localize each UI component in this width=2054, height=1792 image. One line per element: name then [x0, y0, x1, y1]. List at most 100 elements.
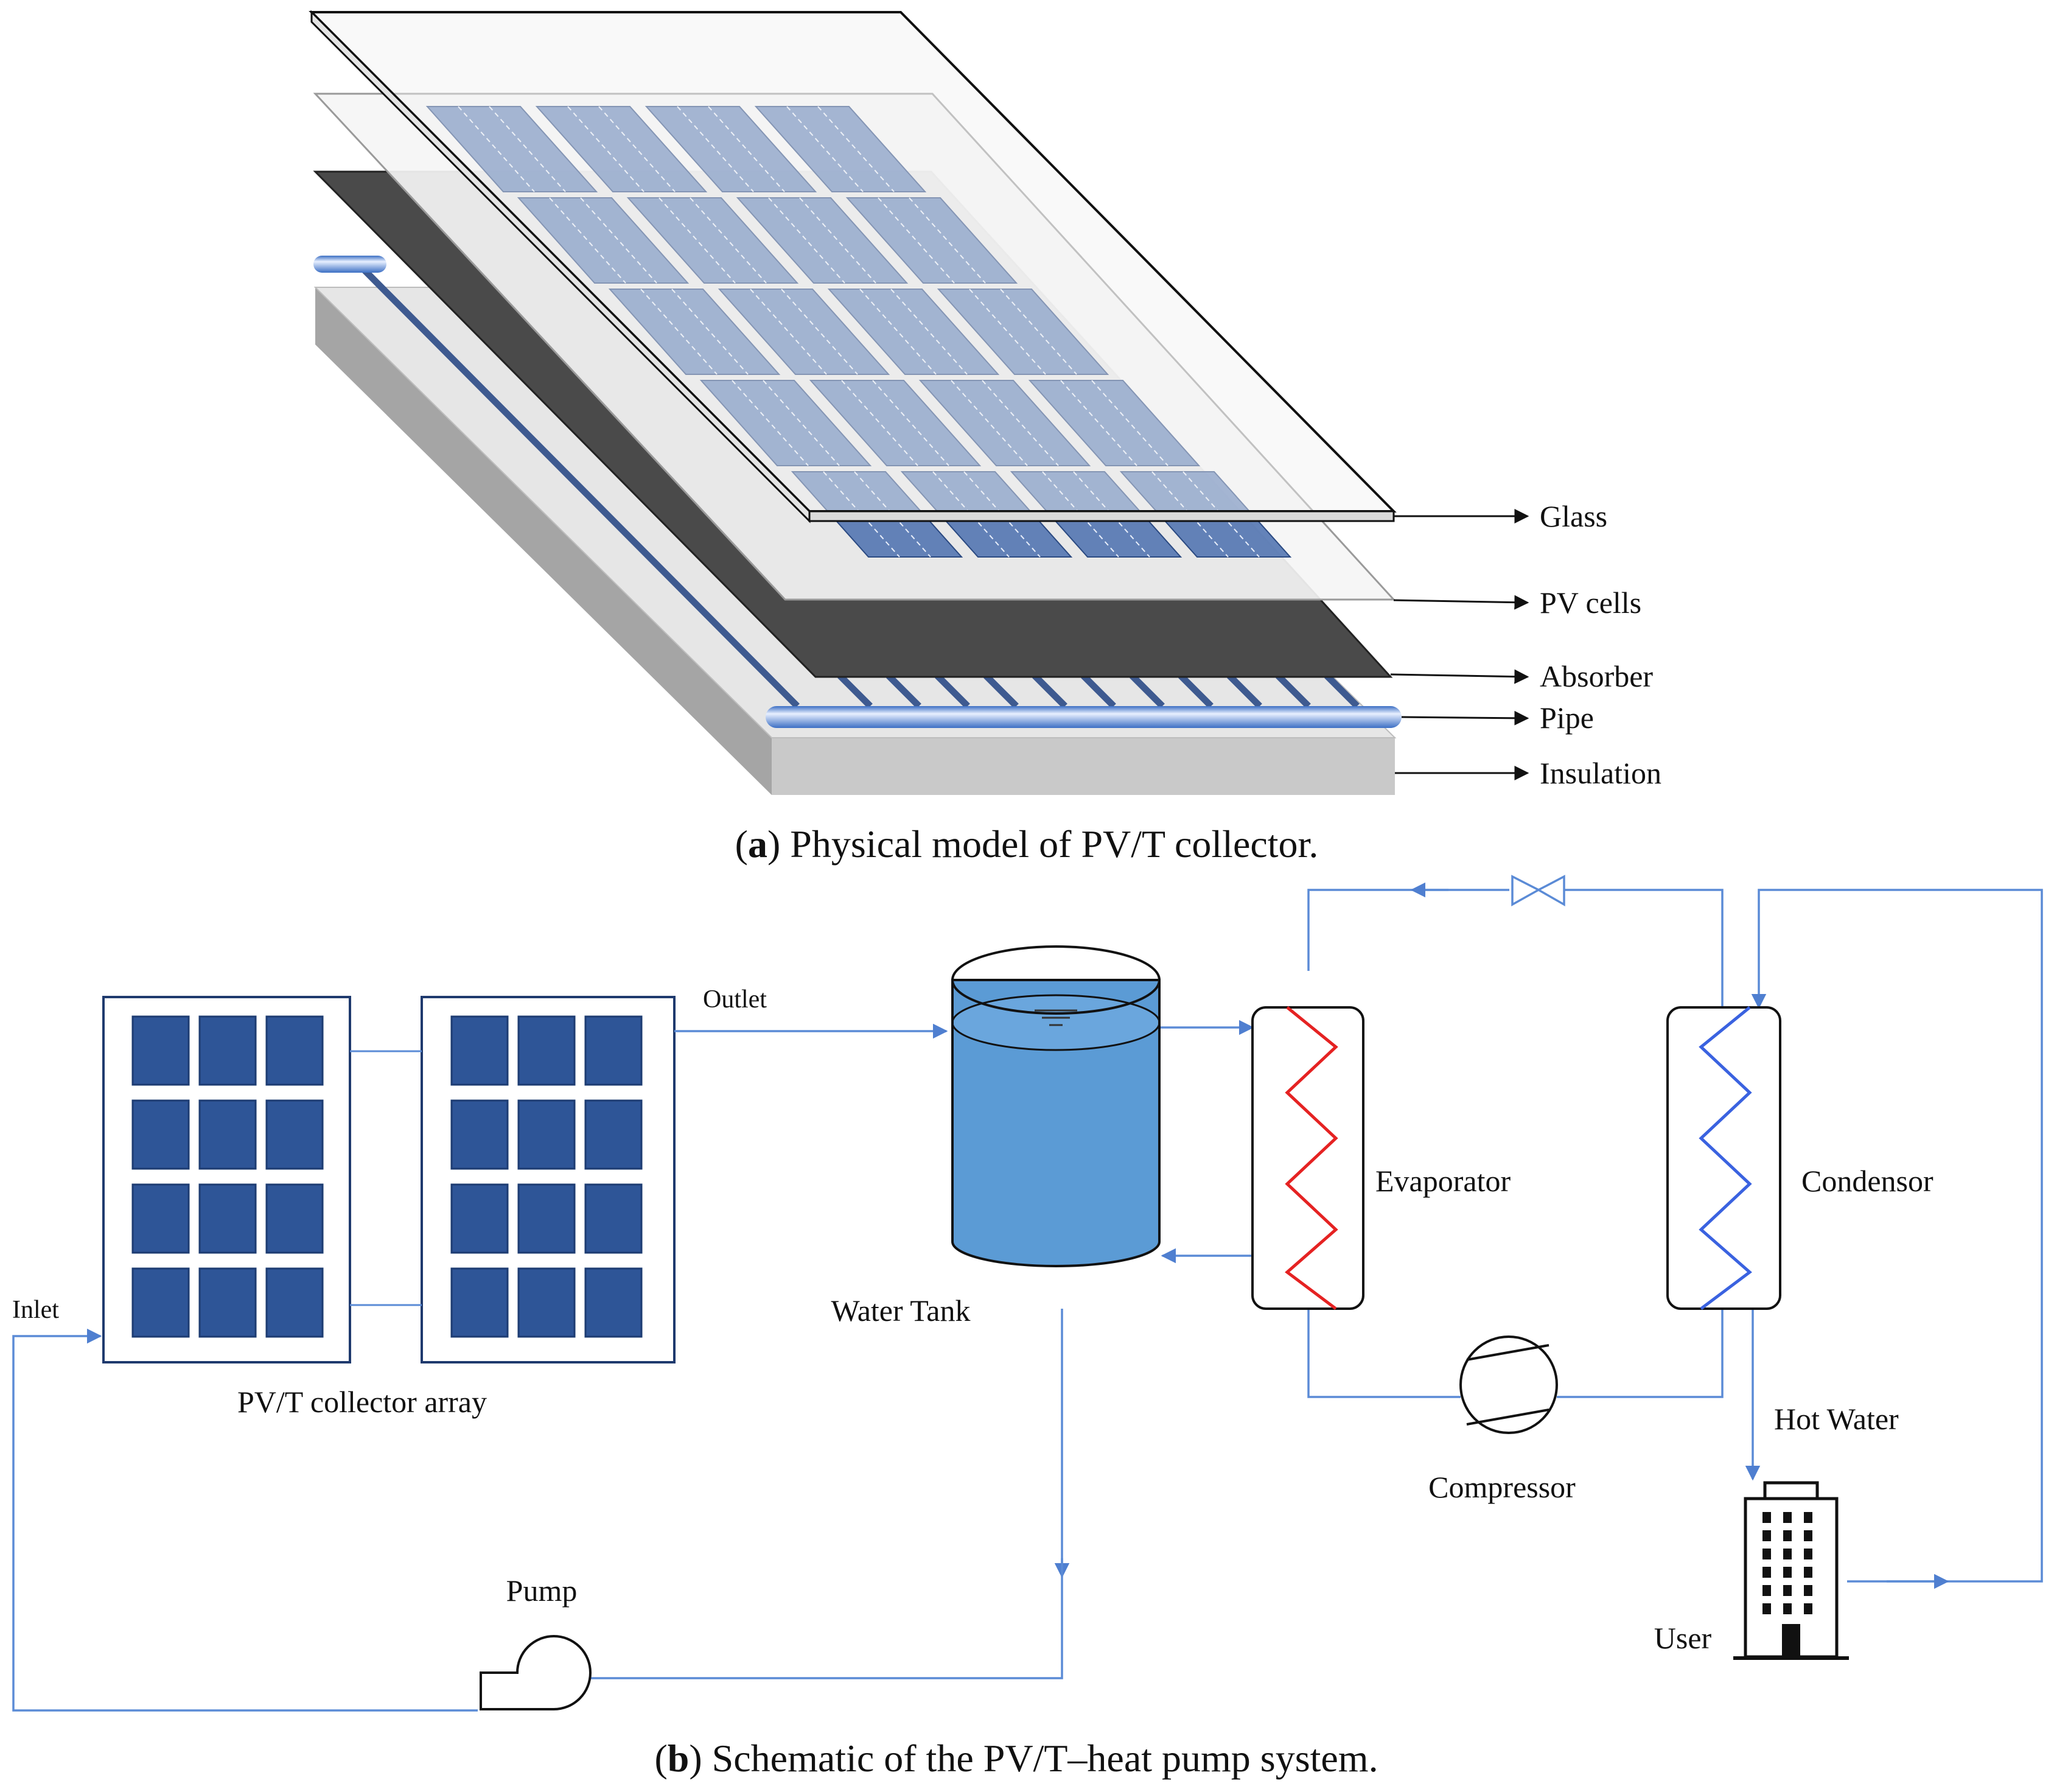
pv-cell-busbar	[671, 289, 749, 375]
pv-cell-busbar	[781, 289, 858, 375]
collector-cell	[517, 1099, 576, 1170]
riser-pipes	[360, 265, 1360, 709]
label-insulation: Insulation	[1540, 756, 1661, 790]
layer-leader-lines	[1390, 509, 1529, 780]
collector-cell	[131, 1183, 190, 1254]
collector-cell	[517, 1183, 576, 1254]
collector-cell	[450, 1267, 509, 1338]
collector-array	[102, 996, 676, 1363]
pv-cell-busbar	[658, 197, 736, 284]
collector-cells	[131, 1015, 643, 1338]
building-window	[1804, 1512, 1812, 1523]
building-window	[1783, 1567, 1792, 1578]
label-condensor: Condensor	[1801, 1164, 1933, 1198]
building-window	[1804, 1549, 1812, 1559]
label-user: User	[1654, 1621, 1712, 1655]
pv-cell-busbar	[823, 471, 900, 558]
building-window	[1783, 1603, 1792, 1614]
label-pump: Pump	[506, 1573, 578, 1608]
pv-cell-busbar	[859, 289, 937, 375]
pv-cell-busbar	[1182, 471, 1260, 558]
building-window	[1783, 1585, 1792, 1596]
pv-cell-busbar	[878, 197, 955, 284]
label-absorber: Absorber	[1540, 659, 1653, 693]
label-pipe: Pipe	[1540, 701, 1594, 735]
caption-a-letter: a	[748, 822, 767, 866]
water-tank	[951, 945, 1161, 1267]
building-window	[1762, 1549, 1771, 1559]
label-inlet: Inlet	[12, 1296, 59, 1324]
caption-a: (a) Physical model of PV/T collector.	[735, 822, 1319, 866]
pv-cell-busbar	[854, 471, 931, 558]
glass-layer	[309, 10, 1397, 523]
layer-labels: Glass PV cells Absorber Pipe Insulation	[1540, 499, 1661, 790]
pv-cell-busbar	[1151, 471, 1229, 558]
building-window	[1762, 1603, 1771, 1614]
collector-cell	[198, 1183, 257, 1254]
pv-cell-busbar	[969, 289, 1046, 375]
label-collector-array: PV/T collector array	[237, 1385, 487, 1419]
pv-cell-busbar	[1073, 471, 1150, 558]
collector-cell	[198, 1099, 257, 1170]
building-window	[1804, 1585, 1812, 1596]
pv-cell-busbar	[640, 289, 718, 375]
label-pv-cells: PV cells	[1540, 586, 1641, 620]
building-window	[1762, 1530, 1771, 1541]
collector-cell	[198, 1015, 257, 1086]
water-level-icon	[1035, 1009, 1077, 1026]
building-window	[1804, 1567, 1812, 1578]
pv-cell-busbar	[1060, 380, 1137, 466]
pv-cell-busbar	[890, 289, 968, 375]
collector-cell	[131, 1015, 190, 1086]
building-window	[1783, 1549, 1792, 1559]
collector-cell	[265, 1183, 324, 1254]
collector-cell	[265, 1267, 324, 1338]
caption-b-text: Schematic of the PV/T–heat pump system.	[702, 1737, 1378, 1780]
collector-cell	[584, 1267, 643, 1338]
caption-b-letter: b	[668, 1737, 690, 1780]
expansion-valve-icon	[1511, 875, 1565, 907]
caption-b: (b) Schematic of the PV/T–heat pump syst…	[654, 1737, 1378, 1780]
pv-cell-busbar	[677, 106, 754, 192]
pv-cell-busbar	[768, 197, 845, 284]
pv-cell-busbar	[963, 471, 1041, 558]
pv-cell-busbar	[732, 380, 809, 466]
label-outlet: Outlet	[703, 985, 767, 1013]
label-evaporator: Evaporator	[1375, 1164, 1511, 1198]
pipe-headers	[313, 256, 1402, 728]
collector-cell	[450, 1099, 509, 1170]
pv-cell-busbar	[841, 380, 918, 466]
collector-cell	[517, 1267, 576, 1338]
label-compressor: Compressor	[1428, 1470, 1576, 1504]
building-window	[1804, 1603, 1812, 1614]
building-window	[1762, 1567, 1771, 1578]
pv-cell-busbar	[708, 106, 785, 192]
panel-a-exploded-collector: Glass PV cells Absorber Pipe Insulation	[309, 10, 1661, 795]
pv-cell-busbar	[549, 197, 626, 284]
refrigerant-loop-pipes	[1307, 882, 2043, 1589]
pv-cell-busbar	[690, 197, 767, 284]
pv-cell-busbar	[1042, 471, 1119, 558]
pump-icon	[480, 1635, 592, 1710]
condensor	[1666, 1006, 1781, 1310]
pv-cell-busbar	[817, 106, 895, 192]
label-hot-water: Hot Water	[1774, 1402, 1899, 1436]
collector-cell	[584, 1099, 643, 1170]
pv-cell-busbar	[872, 380, 949, 466]
building-window	[1762, 1585, 1771, 1596]
pv-cell-busbar	[951, 380, 1028, 466]
pv-cell-busbar	[567, 106, 644, 192]
collector-cell	[584, 1183, 643, 1254]
label-glass: Glass	[1540, 499, 1607, 533]
pv-cell-busbar	[763, 380, 840, 466]
pv-cell-busbar	[750, 289, 827, 375]
collector-cell	[131, 1099, 190, 1170]
building-window	[1762, 1512, 1771, 1523]
pv-cell-busbar	[982, 380, 1059, 466]
compressor-icon	[1459, 1335, 1558, 1434]
schematic-labels: Outlet Inlet PV/T collector array Water …	[12, 985, 1933, 1655]
pv-cell-busbar	[598, 106, 676, 192]
collector-cell	[265, 1015, 324, 1086]
pv-cell-busbar	[799, 197, 876, 284]
